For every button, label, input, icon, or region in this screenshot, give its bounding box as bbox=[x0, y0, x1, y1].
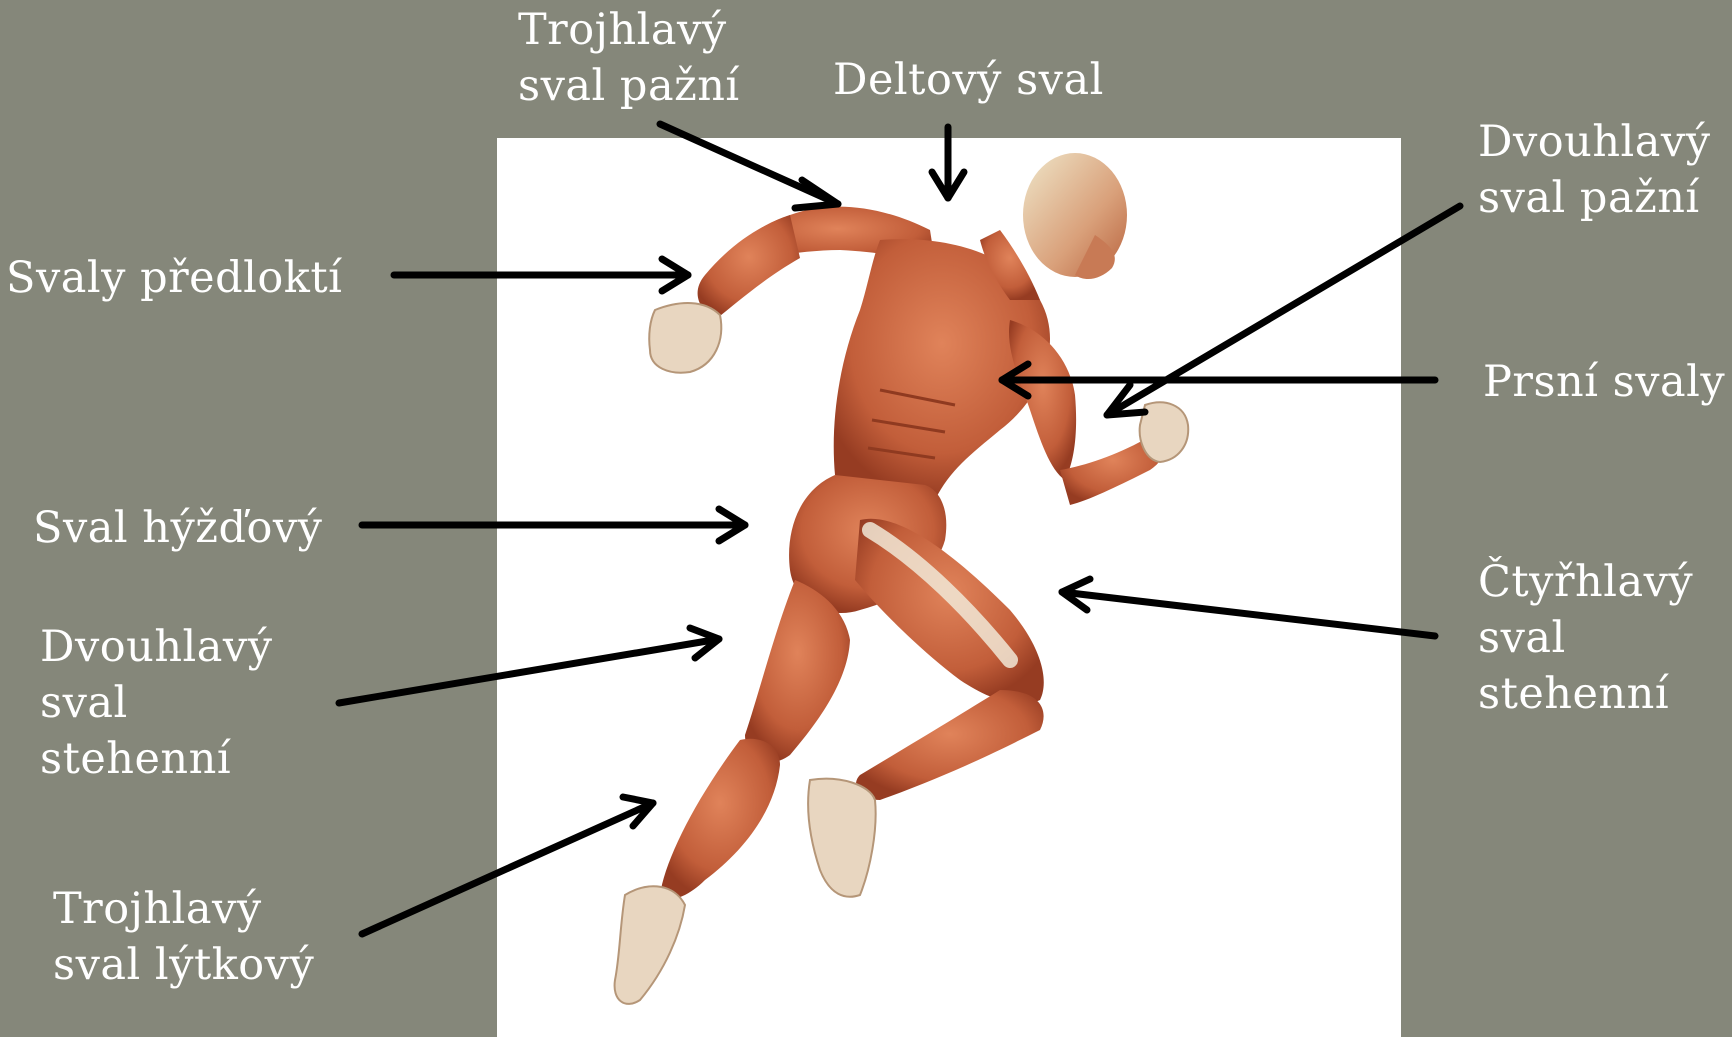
label-deltoid: Deltový sval bbox=[833, 52, 1104, 108]
label-quadriceps: Čtyřhlavý sval stehenní bbox=[1478, 554, 1693, 722]
arrow-gluteal bbox=[362, 509, 745, 541]
label-gluteal: Sval hýžďový bbox=[33, 500, 322, 556]
arrow-deltoid bbox=[932, 127, 964, 198]
label-triceps-calf: Trojhlavý sval lýtkový bbox=[53, 881, 314, 993]
label-forearm: Svaly předloktí bbox=[6, 250, 342, 306]
label-biceps-arm: Dvouhlavý sval pažní bbox=[1478, 114, 1711, 226]
label-biceps-femoris: Dvouhlavý sval stehenní bbox=[40, 619, 273, 787]
arrow-biceps-femoris bbox=[339, 628, 719, 703]
arrow-forearm bbox=[394, 259, 688, 291]
arrow-triceps-arm bbox=[660, 124, 838, 208]
arrow-pectoral bbox=[1002, 364, 1435, 396]
arrow-triceps-calf bbox=[362, 797, 653, 934]
arrow-quadriceps bbox=[1062, 579, 1435, 636]
label-triceps-arm: Trojhlavý sval pažní bbox=[518, 2, 740, 114]
label-pectoral: Prsní svaly bbox=[1483, 354, 1725, 410]
arrow-biceps-arm bbox=[1107, 206, 1460, 415]
